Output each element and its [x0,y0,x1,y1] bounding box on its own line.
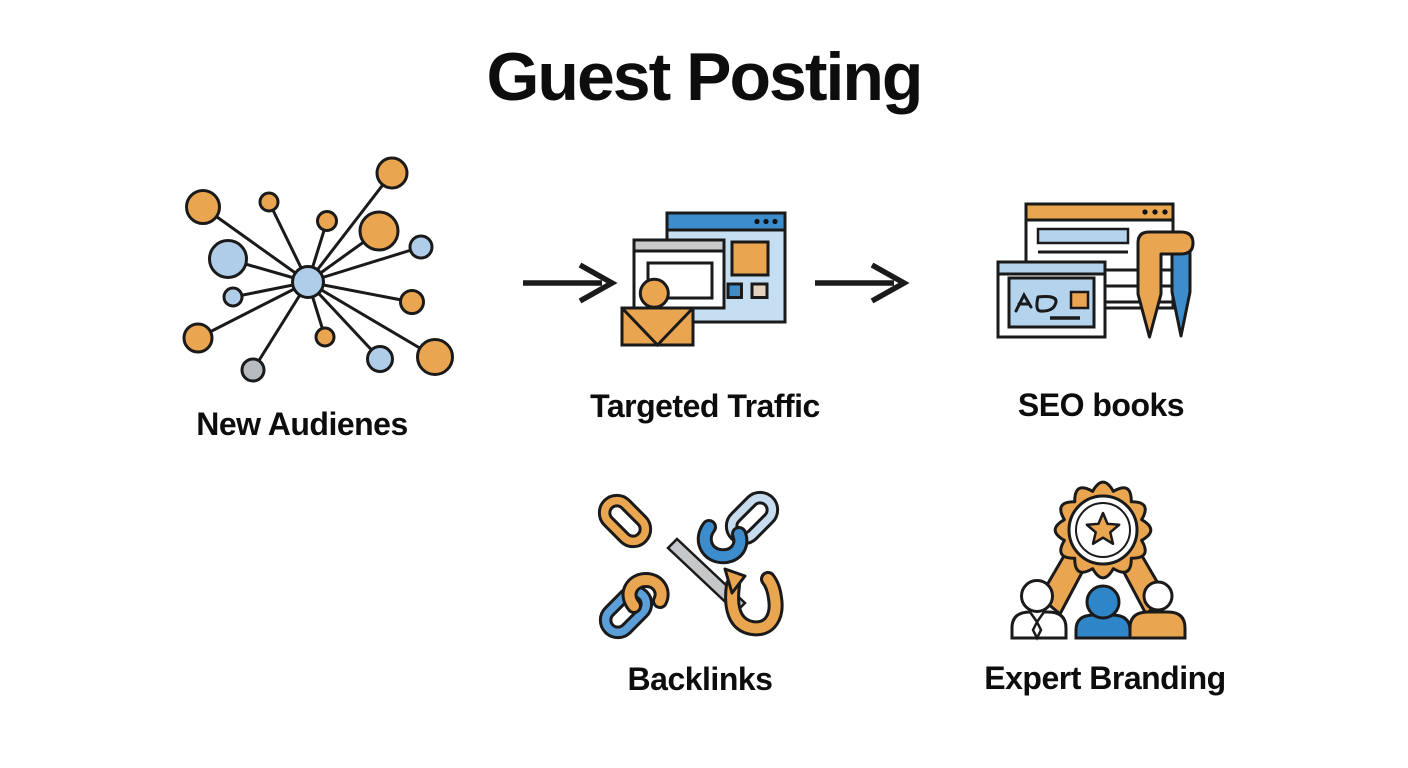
tie [1031,619,1043,641]
star-icon [1085,511,1121,545]
network-nodes [182,156,454,383]
arrow-right-icon [815,262,910,304]
page-title: Guest Posting [486,39,924,115]
broken-hook-orange [621,571,670,614]
blue-pen-icon [1170,244,1192,338]
browser-envelope-icon [620,211,787,348]
network-icon [182,156,454,383]
person-left [1010,579,1068,641]
award-badge [1053,480,1153,580]
label-seo-books: SEO books [1017,387,1185,423]
ad-window [996,260,1107,339]
orange-pen-icon [1136,230,1195,339]
label-backlinks: Backlinks [627,661,773,697]
chain-link-orange [597,493,653,549]
network-hub-node [291,265,325,299]
chain-link-pale-blue [724,490,780,546]
arrowhead [723,567,747,595]
search-bar [1036,227,1130,245]
award-people-icon [1010,480,1187,641]
person-center [1074,584,1132,640]
arrow-link-orange [723,567,784,637]
label-new-audiences: New Audienes [196,406,408,442]
letter-a [1014,291,1033,313]
visitor-head [638,277,670,309]
label-expert-branding: Expert Branding [984,660,1226,696]
label-targeted-traffic: Targeted Traffic [590,388,820,424]
broken-hook-blue [696,519,749,565]
letter-d [1035,295,1058,313]
arrow-right-icon [523,262,618,304]
person-right [1128,580,1187,640]
chain-links-icon [597,490,784,640]
envelope-icon [620,306,695,348]
browser-pens-icon [996,202,1195,339]
